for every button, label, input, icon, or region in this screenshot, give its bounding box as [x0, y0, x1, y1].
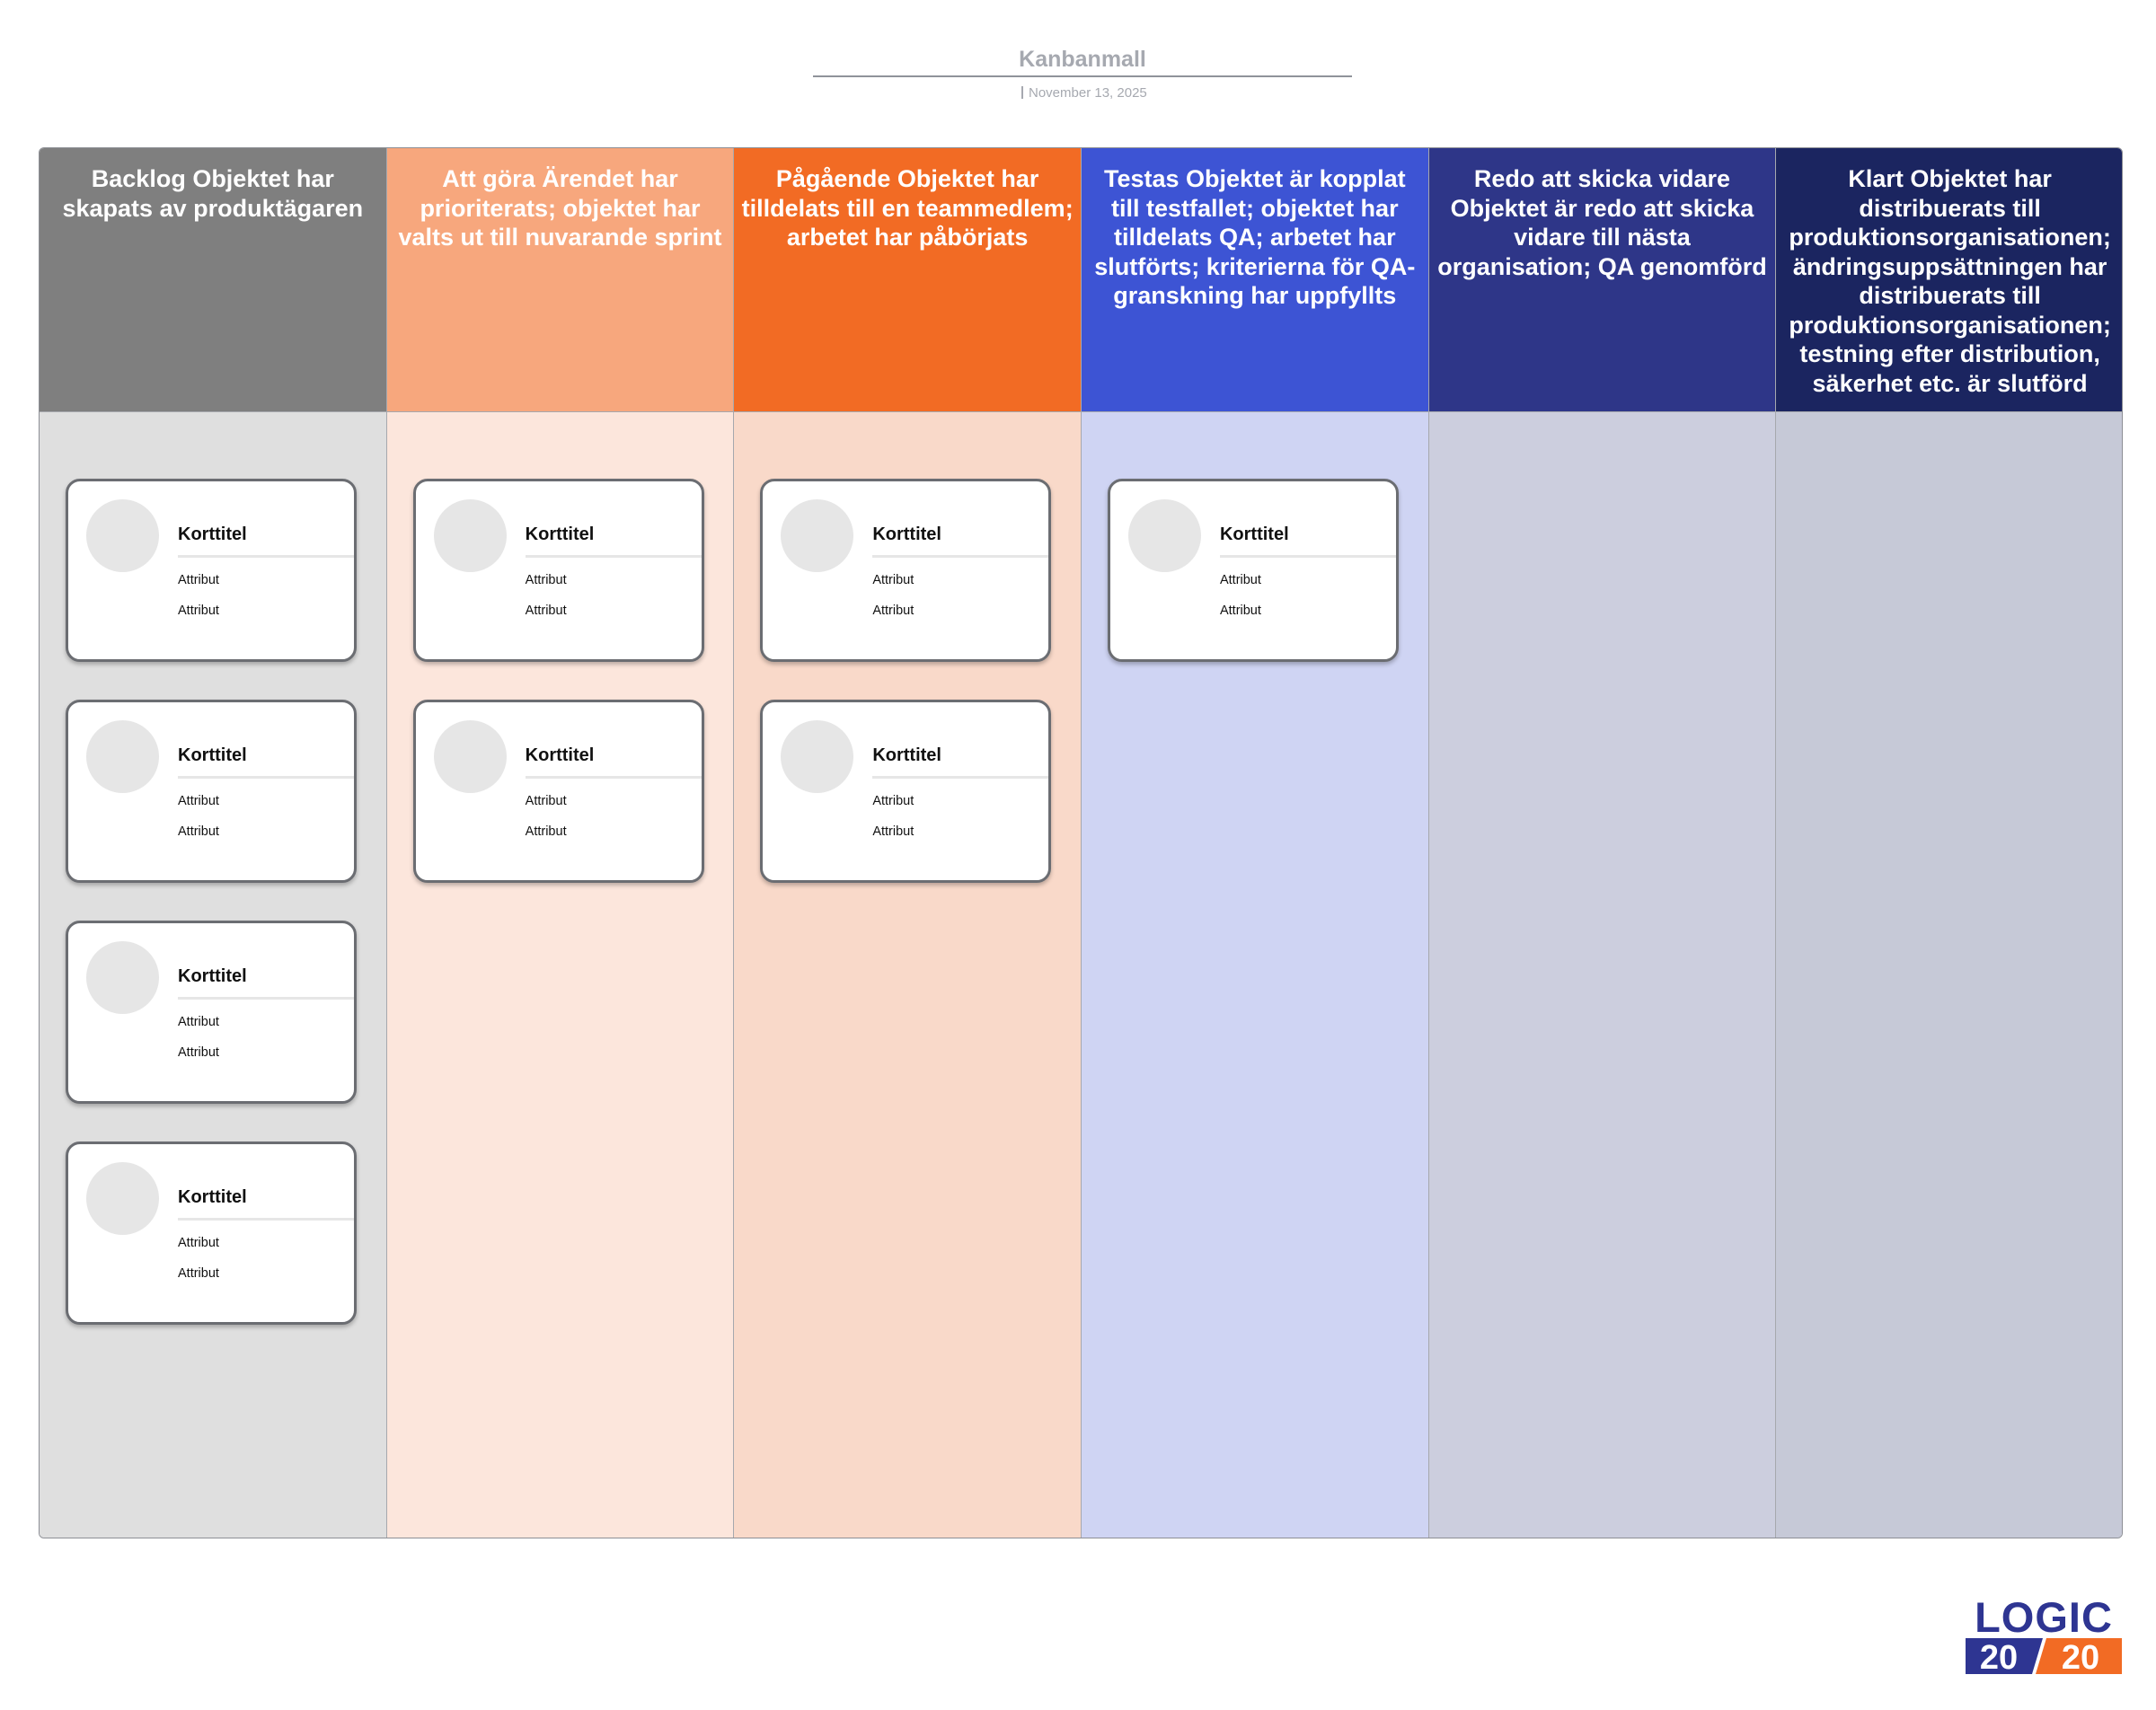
kanban-card[interactable]: Korttitel Attribut Attribut [412, 479, 704, 662]
kanban-card[interactable]: Korttitel Attribut Attribut [760, 700, 1052, 883]
card-divider [178, 997, 354, 1000]
card-attribute: Attribut [178, 794, 219, 808]
logo-right-number: 20 [2062, 1639, 2099, 1674]
card-divider [178, 555, 354, 558]
card-attribute: Attribut [1219, 604, 1261, 618]
column-body [1428, 412, 1776, 1538]
document-title: Kanbanmall [1019, 47, 1146, 72]
kanban-card[interactable]: Korttitel Attribut Attribut [66, 700, 357, 883]
avatar [86, 941, 159, 1014]
card-attribute: Attribut [525, 573, 567, 587]
card-attribute: Attribut [178, 1266, 219, 1281]
card-divider [178, 1218, 354, 1221]
column-body [1776, 412, 2122, 1538]
card-title: Korttitel [525, 745, 595, 765]
logo-right-block [2036, 1638, 2122, 1674]
avatar [433, 720, 507, 793]
column-header: Backlog Objektet har skapats av produktä… [40, 148, 386, 412]
card-divider [525, 776, 702, 779]
card-attribute: Attribut [525, 824, 567, 839]
card-attribute: Attribut [178, 1236, 219, 1250]
avatar [781, 499, 854, 572]
logo-left-number: 20 [1980, 1639, 2018, 1674]
avatar [1127, 499, 1201, 572]
date-separator [1021, 86, 1023, 99]
card-attribute: Attribut [178, 573, 219, 587]
card-title: Korttitel [178, 966, 247, 986]
document-date: November 13, 2025 [1029, 85, 1147, 101]
card-divider [178, 776, 354, 779]
card-attribute: Attribut [178, 604, 219, 618]
logo-left-block [1966, 1638, 2043, 1674]
column-ready-to-ship: Redo att skicka vidare Objektet är redo … [1428, 148, 1777, 1538]
avatar [86, 499, 159, 572]
column-body: Korttitel Attribut Attribut Korttitel At… [40, 412, 386, 1538]
column-backlog: Backlog Objektet har skapats av produktä… [40, 148, 387, 1538]
card-attribute: Attribut [178, 1015, 219, 1029]
column-body: Korttitel Attribut Attribut Korttitel At… [386, 412, 734, 1538]
kanban-card[interactable]: Korttitel Attribut Attribut [1107, 479, 1399, 662]
column-body: Korttitel Attribut Attribut [1081, 412, 1428, 1538]
kanban-card[interactable]: Korttitel Attribut Attribut [760, 479, 1052, 662]
card-divider [525, 555, 702, 558]
card-attribute: Attribut [525, 604, 567, 618]
column-header: Redo att skicka vidare Objektet är redo … [1428, 148, 1776, 412]
column-header: Pågående Objektet har tilldelats till en… [734, 148, 1081, 412]
card-attribute: Attribut [872, 604, 915, 618]
kanban-card[interactable]: Korttitel Attribut Attribut [66, 1141, 357, 1325]
card-attribute: Attribut [525, 794, 567, 808]
card-attribute: Attribut [178, 1045, 219, 1060]
column-body: Korttitel Attribut Attribut Korttitel At… [734, 412, 1081, 1538]
card-title: Korttitel [872, 524, 941, 544]
card-title: Korttitel [872, 745, 941, 765]
logo-number-bar: 20 20 [1966, 1638, 2122, 1674]
column-todo: Att göra Ärendet har prioriterats; objek… [386, 148, 735, 1538]
card-attribute: Attribut [872, 794, 915, 808]
kanban-card[interactable]: Korttitel Attribut Attribut [66, 921, 357, 1104]
card-attribute: Attribut [1219, 573, 1261, 587]
card-attribute: Attribut [178, 824, 219, 839]
column-in-progress: Pågående Objektet har tilldelats till en… [734, 148, 1082, 1538]
kanban-card[interactable]: Korttitel Attribut Attribut [66, 479, 357, 662]
card-divider [872, 555, 1049, 558]
card-divider [872, 776, 1049, 779]
card-title: Korttitel [178, 1187, 247, 1207]
column-header: Testas Objektet är kopplat till testfall… [1081, 148, 1428, 412]
kanban-board: Backlog Objektet har skapats av produktä… [39, 147, 2123, 1538]
column-header: Att göra Ärendet har prioriterats; objek… [386, 148, 734, 412]
avatar [433, 499, 507, 572]
kanban-card[interactable]: Korttitel Attribut Attribut [412, 700, 704, 883]
logo-word: LOGIC [1975, 1593, 2113, 1641]
card-divider [1219, 555, 1396, 558]
card-title: Korttitel [178, 524, 247, 544]
card-title: Korttitel [178, 745, 247, 765]
card-title: Korttitel [1219, 524, 1289, 544]
card-attribute: Attribut [872, 573, 915, 587]
card-title: Korttitel [525, 524, 595, 544]
avatar [86, 1162, 159, 1235]
column-header: Klart Objektet har distribuerats till pr… [1776, 148, 2122, 412]
avatar [86, 720, 159, 793]
title-underline [813, 75, 1352, 77]
card-attribute: Attribut [872, 824, 915, 839]
column-testing: Testas Objektet är kopplat till testfall… [1081, 148, 1429, 1538]
logic2020-logo: LOGIC 20 20 [1963, 1596, 2125, 1675]
column-done: Klart Objektet har distribuerats till pr… [1776, 148, 2122, 1538]
avatar [781, 720, 854, 793]
